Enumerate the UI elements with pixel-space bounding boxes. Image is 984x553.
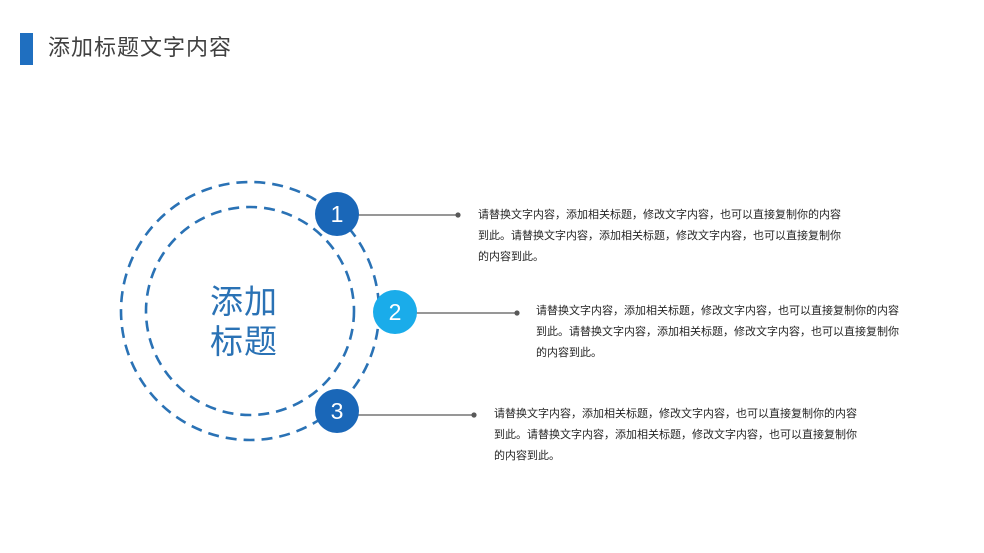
step-description-3: 请替换文字内容，添加相关标题，修改文字内容，也可以直接复制你的内容到此。请替换文…: [494, 407, 857, 462]
center-label-line-2: 标题: [210, 322, 278, 361]
step-badge-1: 1: [315, 192, 359, 236]
step-description-1: 请替换文字内容，添加相关标题，修改文字内容，也可以直接复制你的内容到此。请替换文…: [478, 208, 841, 263]
title-accent-bar: [20, 33, 33, 65]
connector-dot-2: [514, 310, 520, 316]
inner-dashed-ring: [144, 205, 356, 417]
page-title: 添加标题文字内容: [48, 36, 233, 61]
center-label-line-1: 添加: [210, 282, 278, 321]
connector-dot-3: [471, 412, 477, 418]
center-label: 添加 标题: [194, 282, 294, 362]
step-description-2: 请替换文字内容，添加相关标题，修改文字内容，也可以直接复制你的内容到此。请替换文…: [536, 304, 899, 359]
connector-dot-1: [455, 212, 461, 218]
step-badge-3: 3: [315, 389, 359, 433]
step-badge-2: 2: [373, 290, 417, 334]
